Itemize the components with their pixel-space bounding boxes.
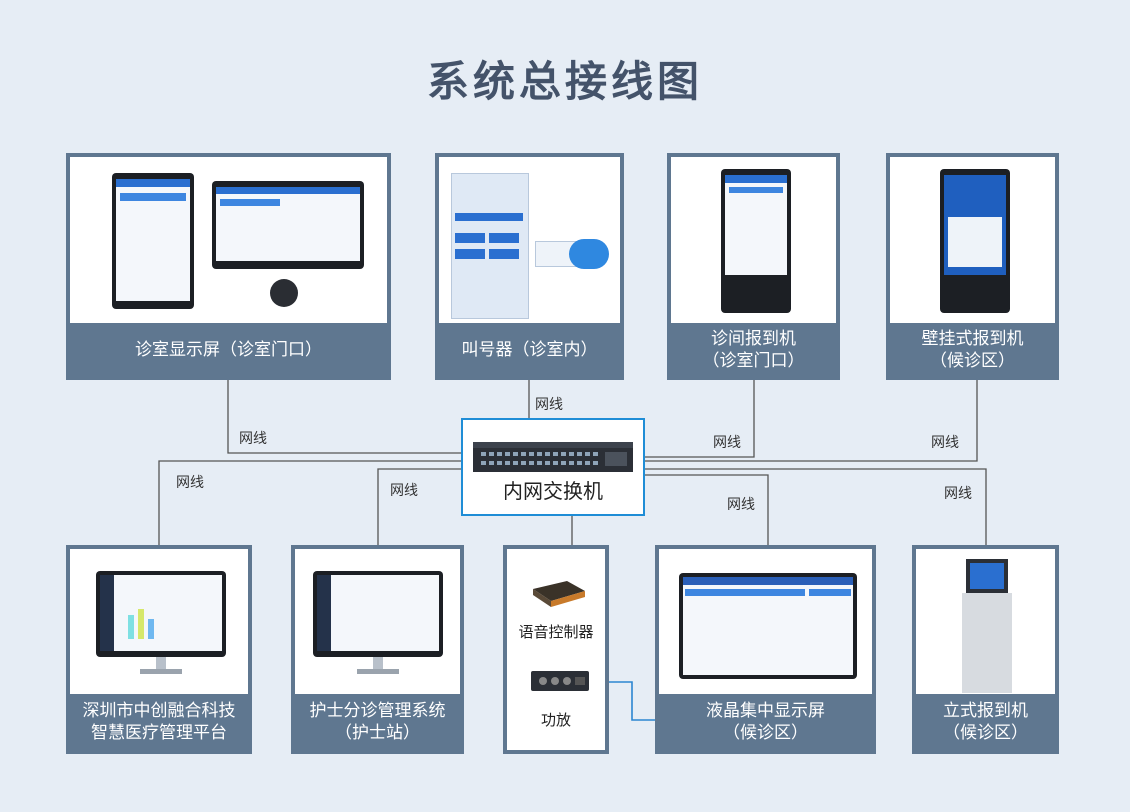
wall-checkin-image (890, 157, 1055, 327)
platform-card: 深圳市中创融合科技 智慧医疗管理平台 (66, 545, 252, 754)
wire-label: 网线 (727, 497, 755, 513)
standing-checkin-card: 立式报到机 （候诊区） (912, 545, 1059, 754)
amplifier-icon (529, 667, 593, 693)
page-title: 系统总接线图 (426, 57, 703, 106)
wire-label: 网线 (944, 486, 972, 502)
clinic-display-image (70, 157, 387, 327)
audio-card: 语音控制器 功放 (503, 545, 609, 754)
caller-image (439, 157, 620, 327)
wall-checkin-label: 壁挂式报到机 （候诊区） (890, 323, 1055, 376)
voice-controller-label: 语音控制器 (518, 623, 594, 641)
wire-label: 网线 (176, 475, 204, 491)
consult-checkin-image (671, 157, 836, 327)
next-button-icon (569, 239, 609, 269)
switch-label: 内网交换机 (503, 479, 603, 503)
wall-checkin-card: 壁挂式报到机 （候诊区） (886, 153, 1059, 380)
clinic-display-card: 诊室显示屏（诊室门口） (66, 153, 391, 380)
wire-label: 网线 (931, 435, 959, 451)
standing-checkin-label: 立式报到机 （候诊区） (916, 694, 1055, 750)
voice-controller-icon (529, 577, 587, 607)
camera-icon (270, 279, 298, 307)
standing-checkin-image (916, 549, 1055, 699)
platform-monitor-image (70, 549, 248, 699)
nurse-system-label: 护士分诊管理系统 （护士站） (295, 694, 460, 750)
platform-label: 深圳市中创融合科技 智慧医疗管理平台 (70, 694, 248, 750)
nurse-monitor-image (295, 549, 460, 699)
amplifier-label: 功放 (540, 711, 571, 729)
wire-label: 网线 (390, 483, 418, 499)
caller-label: 叫号器（诊室内） (439, 323, 620, 376)
network-switch: 内网交换机 (461, 418, 645, 516)
lcd-display-label: 液晶集中显示屏 （候诊区） (659, 694, 872, 750)
consult-checkin-label: 诊间报到机 （诊室门口） (671, 323, 836, 376)
consult-checkin-card: 诊间报到机 （诊室门口） (667, 153, 840, 380)
wire-label: 网线 (713, 435, 741, 451)
switch-icon (473, 442, 633, 472)
lcd-display-card: 液晶集中显示屏 （候诊区） (655, 545, 876, 754)
wire-label: 网线 (535, 397, 563, 413)
caller-card: 叫号器（诊室内） (435, 153, 624, 380)
nurse-system-card: 护士分诊管理系统 （护士站） (291, 545, 464, 754)
clinic-display-label: 诊室显示屏（诊室门口） (70, 323, 387, 376)
lcd-display-image (659, 549, 872, 699)
wire-label: 网线 (239, 431, 267, 447)
